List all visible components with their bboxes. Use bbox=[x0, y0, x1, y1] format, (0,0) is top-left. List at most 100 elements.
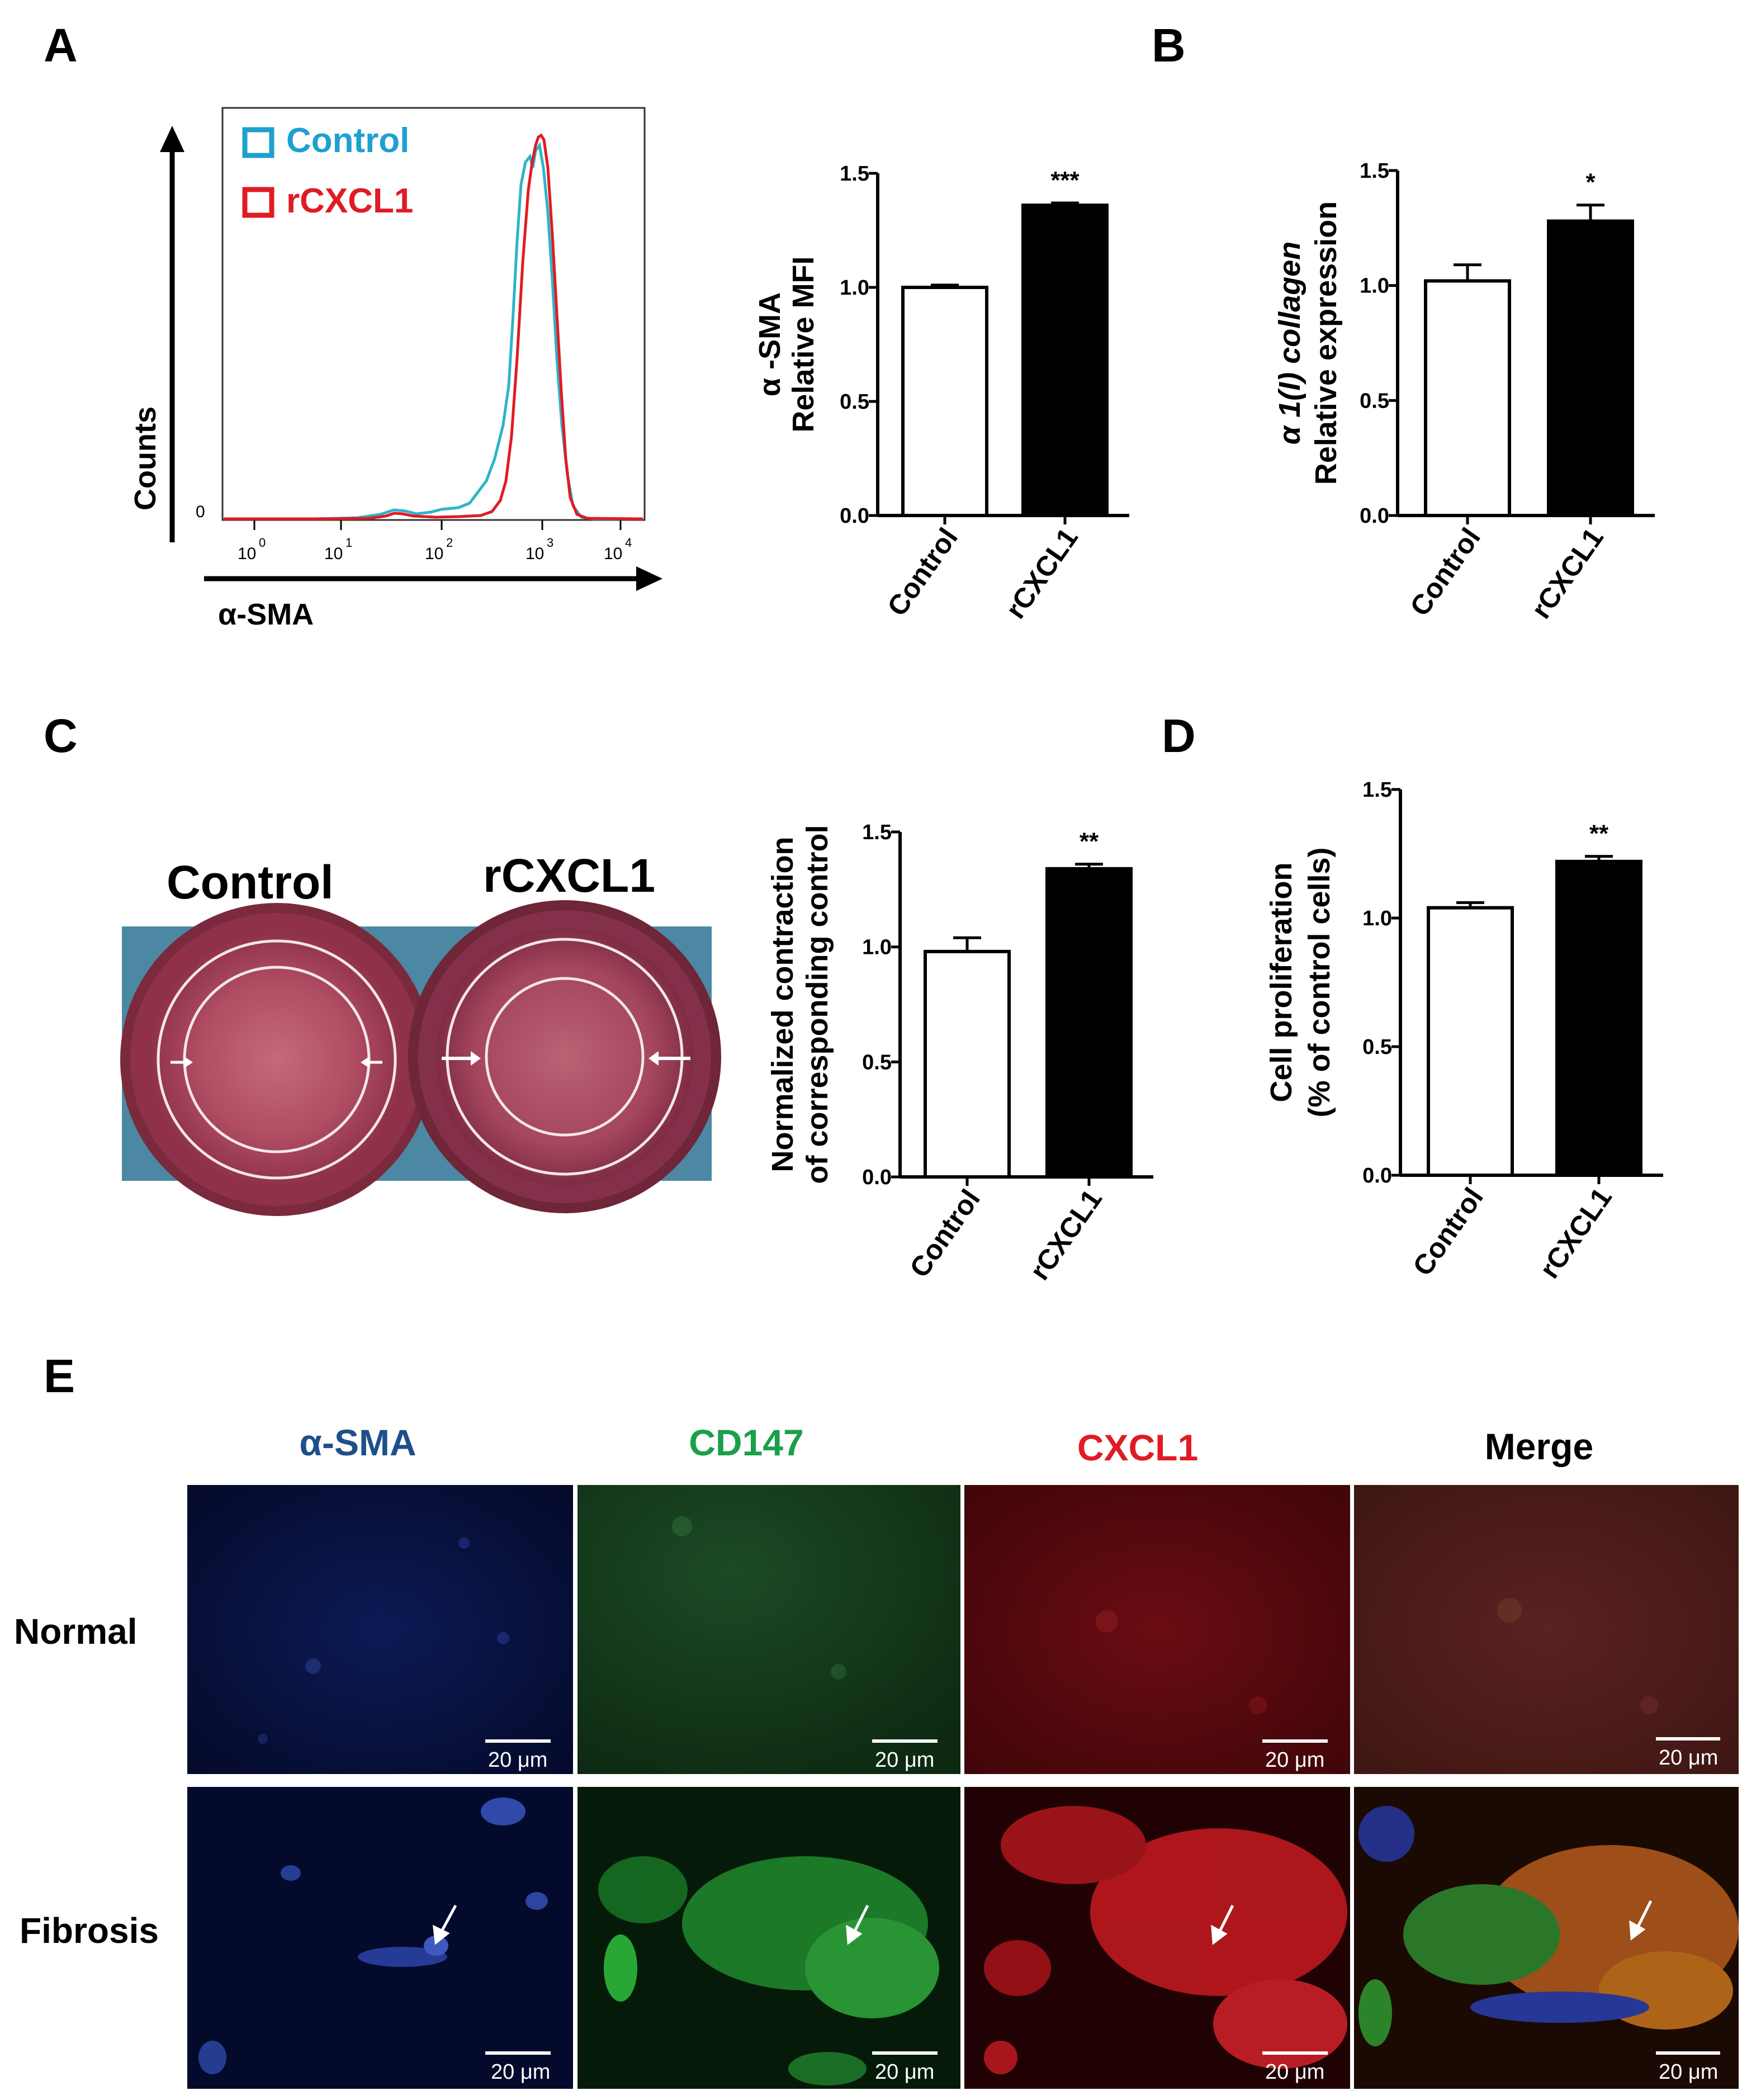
histogram-x-tick-exponent: 3 bbox=[547, 536, 553, 550]
y-tick-label: 0.0 bbox=[840, 504, 869, 528]
histogram-x-tick-exponent: 1 bbox=[345, 536, 352, 550]
histogram-x-tick: 10 bbox=[604, 545, 622, 563]
rcxcl1-legend-swatch bbox=[242, 187, 274, 218]
bar bbox=[1427, 906, 1514, 1177]
category-label: Control bbox=[1404, 522, 1487, 622]
y-arrow-head bbox=[160, 126, 184, 152]
rcxcl1-legend-label: rCXCL1 bbox=[286, 182, 413, 220]
bar bbox=[1021, 204, 1109, 517]
histogram-legend: Control rCXCL1 bbox=[242, 121, 413, 220]
control-legend-label: Control bbox=[286, 121, 409, 160]
y-axis-label: Relative MFI bbox=[787, 256, 820, 432]
panel-letter-c: C bbox=[44, 710, 78, 762]
row-label-normal: Normal bbox=[14, 1611, 138, 1652]
y-axis-label: of corresponding control bbox=[801, 825, 834, 1184]
scalebar-label-fibrosis-cd147: 20 μm bbox=[875, 2060, 934, 2084]
y-tick-label: 1.0 bbox=[840, 276, 869, 300]
col-header-cxcl1: CXCL1 bbox=[1077, 1427, 1198, 1468]
histogram-x-tick-exponent: 2 bbox=[446, 536, 453, 550]
histogram-x-tick: 10 bbox=[526, 545, 544, 563]
image-fibrosis-alpha-sma bbox=[187, 1787, 573, 2089]
image-normal-merge bbox=[1354, 1485, 1739, 1774]
y-tick-label: 0.0 bbox=[862, 1166, 892, 1189]
y-tick-label: 0.0 bbox=[1360, 504, 1389, 528]
histogram-x-tick: 10 bbox=[238, 545, 256, 563]
category-label: rCXCL1 bbox=[1024, 1184, 1108, 1285]
scalebars: 20 μm 20 μm 20 μm 20 μm 20 μm 20 μm 20 μ… bbox=[485, 1737, 1720, 2084]
scalebar-label-fibrosis-alpha-sma: 20 μm bbox=[491, 2060, 550, 2084]
histogram-x-tick: 10 bbox=[324, 545, 343, 563]
category-label: rCXCL1 bbox=[1533, 1182, 1618, 1284]
y-tick-label: 0.5 bbox=[840, 390, 869, 414]
scalebar-label-fibrosis-merge: 20 μm bbox=[1659, 2060, 1718, 2084]
category-label: Control bbox=[881, 522, 964, 622]
gel-label-control: Control bbox=[167, 856, 334, 909]
image-normal-cxcl1 bbox=[964, 1485, 1350, 1774]
y-axis-label: (% of control cells) bbox=[1303, 847, 1336, 1117]
y-axis-label: α -SMA bbox=[753, 292, 787, 396]
bar bbox=[1547, 219, 1634, 517]
panel-letter-a: A bbox=[44, 19, 78, 72]
y-zero-label: 0 bbox=[196, 503, 205, 521]
scalebar-label-normal-merge: 20 μm bbox=[1659, 1746, 1718, 1770]
y-axis-label: Cell proliferation bbox=[1265, 862, 1298, 1102]
y-tick-label: 1.5 bbox=[1362, 778, 1392, 802]
bar bbox=[924, 949, 1011, 1179]
panel-letter-d: D bbox=[1162, 710, 1196, 762]
significance-marker: ** bbox=[1589, 820, 1609, 848]
category-label: Control bbox=[1407, 1182, 1489, 1281]
y-tick-label: 1.5 bbox=[862, 821, 892, 844]
panel-letter-b: B bbox=[1152, 19, 1186, 72]
scalebar-label-normal-cxcl1: 20 μm bbox=[1265, 1748, 1324, 1772]
counts-label: Counts bbox=[129, 406, 162, 510]
y-tick-label: 0.0 bbox=[1362, 1164, 1392, 1188]
scalebar-label-normal-cd147: 20 μm bbox=[875, 1748, 934, 1772]
immuno-grid: α-SMA CD147 CXCL1 Merge Normal Fibrosis bbox=[14, 1422, 1739, 2089]
panel-letter-e: E bbox=[44, 1350, 75, 1402]
col-header-merge: Merge bbox=[1485, 1426, 1593, 1467]
control-legend-swatch bbox=[242, 127, 274, 158]
histogram-x-tick-exponent: 4 bbox=[625, 536, 632, 550]
y-tick-label: 1.0 bbox=[1360, 275, 1389, 298]
significance-marker: ** bbox=[1080, 828, 1099, 855]
bar bbox=[1555, 859, 1642, 1177]
y-tick-label: 1.5 bbox=[840, 162, 869, 186]
alpha-sma-axis-label: α-SMA bbox=[218, 598, 314, 631]
gel-label-rcxcl1: rCXCL1 bbox=[483, 849, 655, 902]
histogram-frame bbox=[221, 107, 646, 521]
category-label: rCXCL1 bbox=[1525, 522, 1609, 624]
x-arrow-head bbox=[636, 566, 662, 591]
gel-photo bbox=[120, 900, 721, 1216]
y-tick-label: 0.5 bbox=[862, 1051, 892, 1074]
scalebar-label-normal-alpha-sma: 20 μm bbox=[488, 1748, 547, 1772]
category-label: Control bbox=[903, 1184, 986, 1283]
significance-marker: * bbox=[1585, 169, 1596, 196]
rcxcl1-histogram-line bbox=[224, 133, 643, 521]
col-header-alpha-sma: α-SMA bbox=[299, 1422, 416, 1463]
image-normal-alpha-sma bbox=[187, 1485, 573, 1774]
y-axis-label: Normalized contraction bbox=[766, 836, 799, 1172]
row-label-fibrosis: Fibrosis bbox=[20, 1910, 159, 1951]
bar bbox=[1045, 867, 1133, 1179]
y-tick-label: 0.5 bbox=[1362, 1035, 1392, 1059]
col-header-cd147: CD147 bbox=[689, 1422, 803, 1463]
image-normal-cd147 bbox=[577, 1485, 960, 1774]
significance-marker: *** bbox=[1050, 167, 1080, 194]
control-histogram-line bbox=[224, 141, 643, 521]
histogram-x-tick-exponent: 0 bbox=[259, 536, 266, 550]
y-axis-label: Relative expression bbox=[1309, 201, 1343, 485]
bar bbox=[1424, 279, 1511, 517]
bar bbox=[901, 286, 988, 517]
y-tick-label: 1.0 bbox=[862, 936, 892, 959]
y-tick-label: 1.5 bbox=[1360, 159, 1389, 183]
category-label: rCXCL1 bbox=[1000, 522, 1084, 624]
y-tick-label: 1.0 bbox=[1362, 907, 1392, 930]
y-tick-label: 0.5 bbox=[1360, 389, 1389, 413]
